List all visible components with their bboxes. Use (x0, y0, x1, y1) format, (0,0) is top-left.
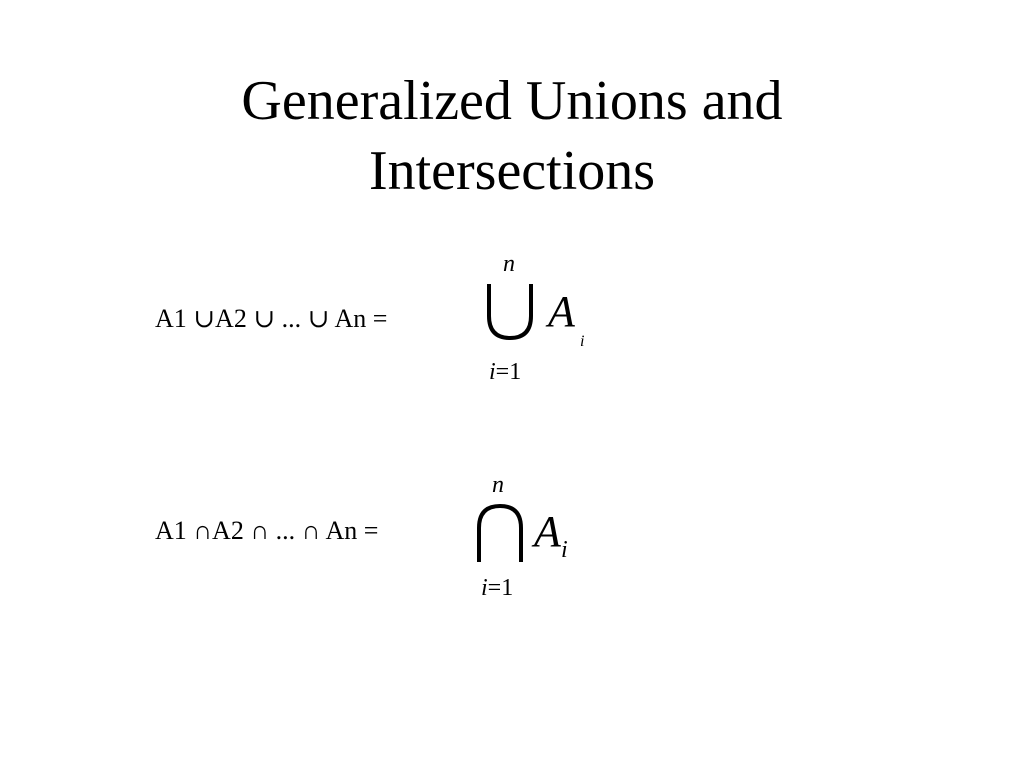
slide-title: Generalized Unions and Intersections (0, 66, 1024, 206)
union-upper-limit: n (503, 251, 515, 277)
big-intersection-icon (474, 502, 526, 564)
intersection-term-subscript: i (561, 537, 568, 563)
title-line-1: Generalized Unions and (241, 70, 783, 132)
union-term: A (548, 287, 575, 336)
intersection-lower-limit: i=1 (481, 576, 513, 600)
title-line-2: Intersections (368, 140, 656, 202)
union-lower-eq: =1 (495, 359, 522, 385)
big-union-icon (484, 282, 536, 342)
intersection-upper-limit: n (492, 472, 504, 498)
union-term-subscript: i (580, 333, 585, 350)
intersection-lhs-text: A1 ∩A2 ∩ ... ∩ An = (155, 516, 379, 545)
union-lower-limit: i=1 (489, 360, 521, 384)
intersection-term: A (534, 507, 561, 556)
intersection-lower-eq: =1 (487, 575, 514, 601)
union-lhs-text: A1 ∪A2 ∪ ... ∪ An = (155, 304, 388, 333)
union-lower-index: i (489, 359, 496, 385)
intersection-lower-index: i (481, 575, 488, 601)
